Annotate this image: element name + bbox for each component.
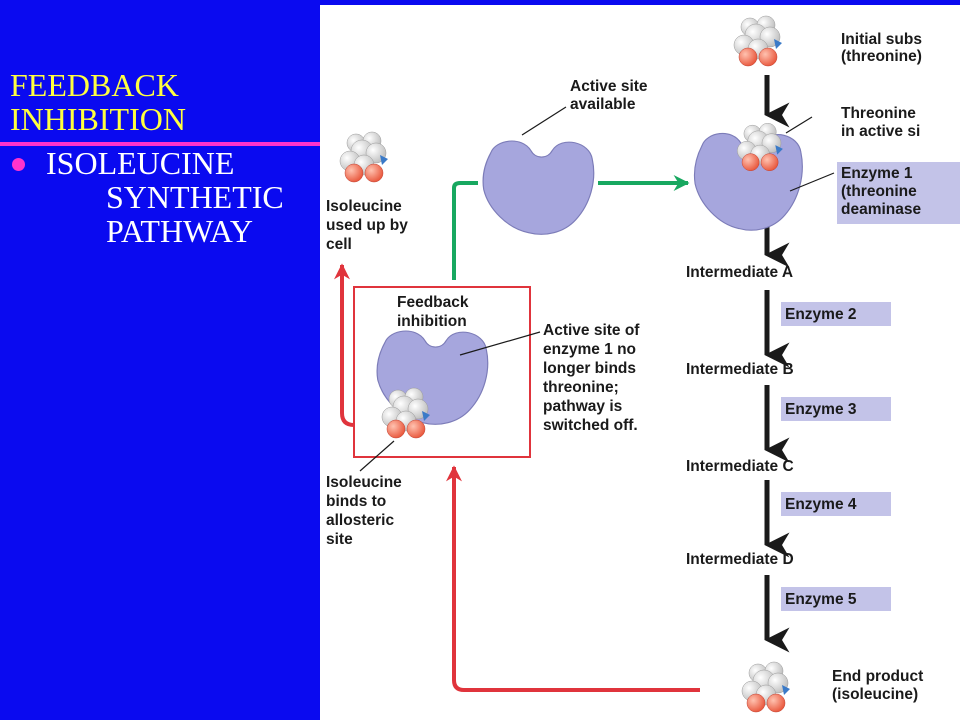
isoleucine-used-label-1: Isoleucine	[326, 198, 402, 215]
bullet-line-2: SYNTHETIC	[106, 179, 284, 215]
active-site-off-label-3: longer binds	[543, 360, 636, 377]
bullet-line-1: ISOLEUCINE	[46, 145, 235, 181]
active-site-off-label-4: threonine;	[543, 379, 619, 396]
isoleucine-end-molecule-icon	[741, 661, 791, 713]
active-site-available-label-1: Active site	[570, 78, 648, 95]
enzyme5-label: Enzyme 5	[785, 591, 857, 608]
isoleucine-binds-label-3: allosteric	[326, 512, 394, 529]
enzyme5-label-bg	[781, 587, 891, 611]
red-used-up-arrow	[334, 263, 355, 427]
active-site-off-label-6: switched off.	[543, 417, 638, 434]
active-site-off-label-2: enzyme 1 no	[543, 341, 636, 358]
threonine-molecule-icon	[733, 15, 783, 67]
pointer-allosteric	[359, 440, 395, 472]
isoleucine-used-label-2: used up by	[326, 217, 408, 234]
isoleucine-binds-label-2: binds to	[326, 493, 386, 510]
enzyme1-label-1: Enzyme 1	[841, 165, 913, 182]
intermediate-c-label: Intermediate C	[686, 458, 794, 475]
end-product-label-1: End product	[832, 668, 923, 685]
intermediate-d-label: Intermediate D	[686, 551, 794, 568]
enzyme3-label: Enzyme 3	[785, 401, 857, 418]
isoleucine-used-molecule-icon	[339, 131, 389, 183]
feedback-inhibition-box	[353, 286, 531, 458]
isoleucine-binds-label-1: Isoleucine	[326, 474, 402, 491]
enzyme-free-icon	[482, 140, 595, 235]
red-feedback-arrow	[446, 465, 700, 692]
intermediate-b-label: Intermediate B	[686, 361, 794, 378]
enzyme1-label-2: (threonine	[841, 183, 917, 200]
threonine-in-site-label-2: in active si	[841, 123, 920, 140]
enzyme1-label-3: deaminase	[841, 201, 922, 218]
enzyme4-label-bg	[781, 492, 891, 516]
pointer-active-site	[521, 106, 567, 136]
active-site-off-label-1: Active site of	[543, 322, 640, 339]
pointer-threonine-in-site	[785, 116, 813, 134]
enzyme1-label-bg	[837, 162, 960, 224]
bullet-icon	[12, 158, 25, 171]
active-site-off-label-5: pathway is	[543, 398, 622, 415]
title-line-2: INHIBITION	[10, 101, 186, 137]
pathway-diagram: Initial subs (threonine) Active site ava…	[326, 15, 960, 713]
isoleucine-used-label-3: cell	[326, 236, 352, 253]
enzyme2-label: Enzyme 2	[785, 306, 857, 323]
threonine-in-site-label-1: Threonine	[841, 105, 916, 122]
active-site-available-label-2: available	[570, 96, 636, 113]
threonine-bound-molecule-icon	[736, 122, 784, 172]
initial-substrate-label-1: Initial subs	[841, 31, 922, 48]
enzyme4-label: Enzyme 4	[785, 496, 857, 513]
bullet-line-3: PATHWAY	[106, 213, 254, 249]
pointer-enzyme1	[789, 172, 835, 192]
title-divider	[0, 142, 320, 146]
enzyme3-label-bg	[781, 397, 891, 421]
initial-substrate-label-2: (threonine)	[841, 48, 922, 65]
intermediate-a-label: Intermediate A	[686, 264, 793, 281]
bullet-item: ISOLEUCINE SYNTHETIC PATHWAY	[46, 146, 284, 248]
feedback-inhibition-label-1: Feedback	[397, 294, 469, 311]
isoleucine-binds-label-4: site	[326, 531, 353, 548]
diagram-panel: Initial subs (threonine) Active site ava…	[320, 5, 960, 720]
end-product-label-2: (isoleucine)	[832, 686, 918, 703]
green-path-up	[452, 181, 478, 280]
title-line-1: FEEDBACK	[10, 67, 179, 103]
pointer-active-site-off	[459, 331, 541, 356]
slide-title: FEEDBACK INHIBITION	[10, 68, 186, 136]
feedback-inhibition-label-2: inhibition	[397, 313, 467, 330]
slide-sidebar: FEEDBACK INHIBITION ISOLEUCINE SYNTHETIC…	[0, 0, 320, 720]
enzyme2-label-bg	[781, 302, 891, 326]
